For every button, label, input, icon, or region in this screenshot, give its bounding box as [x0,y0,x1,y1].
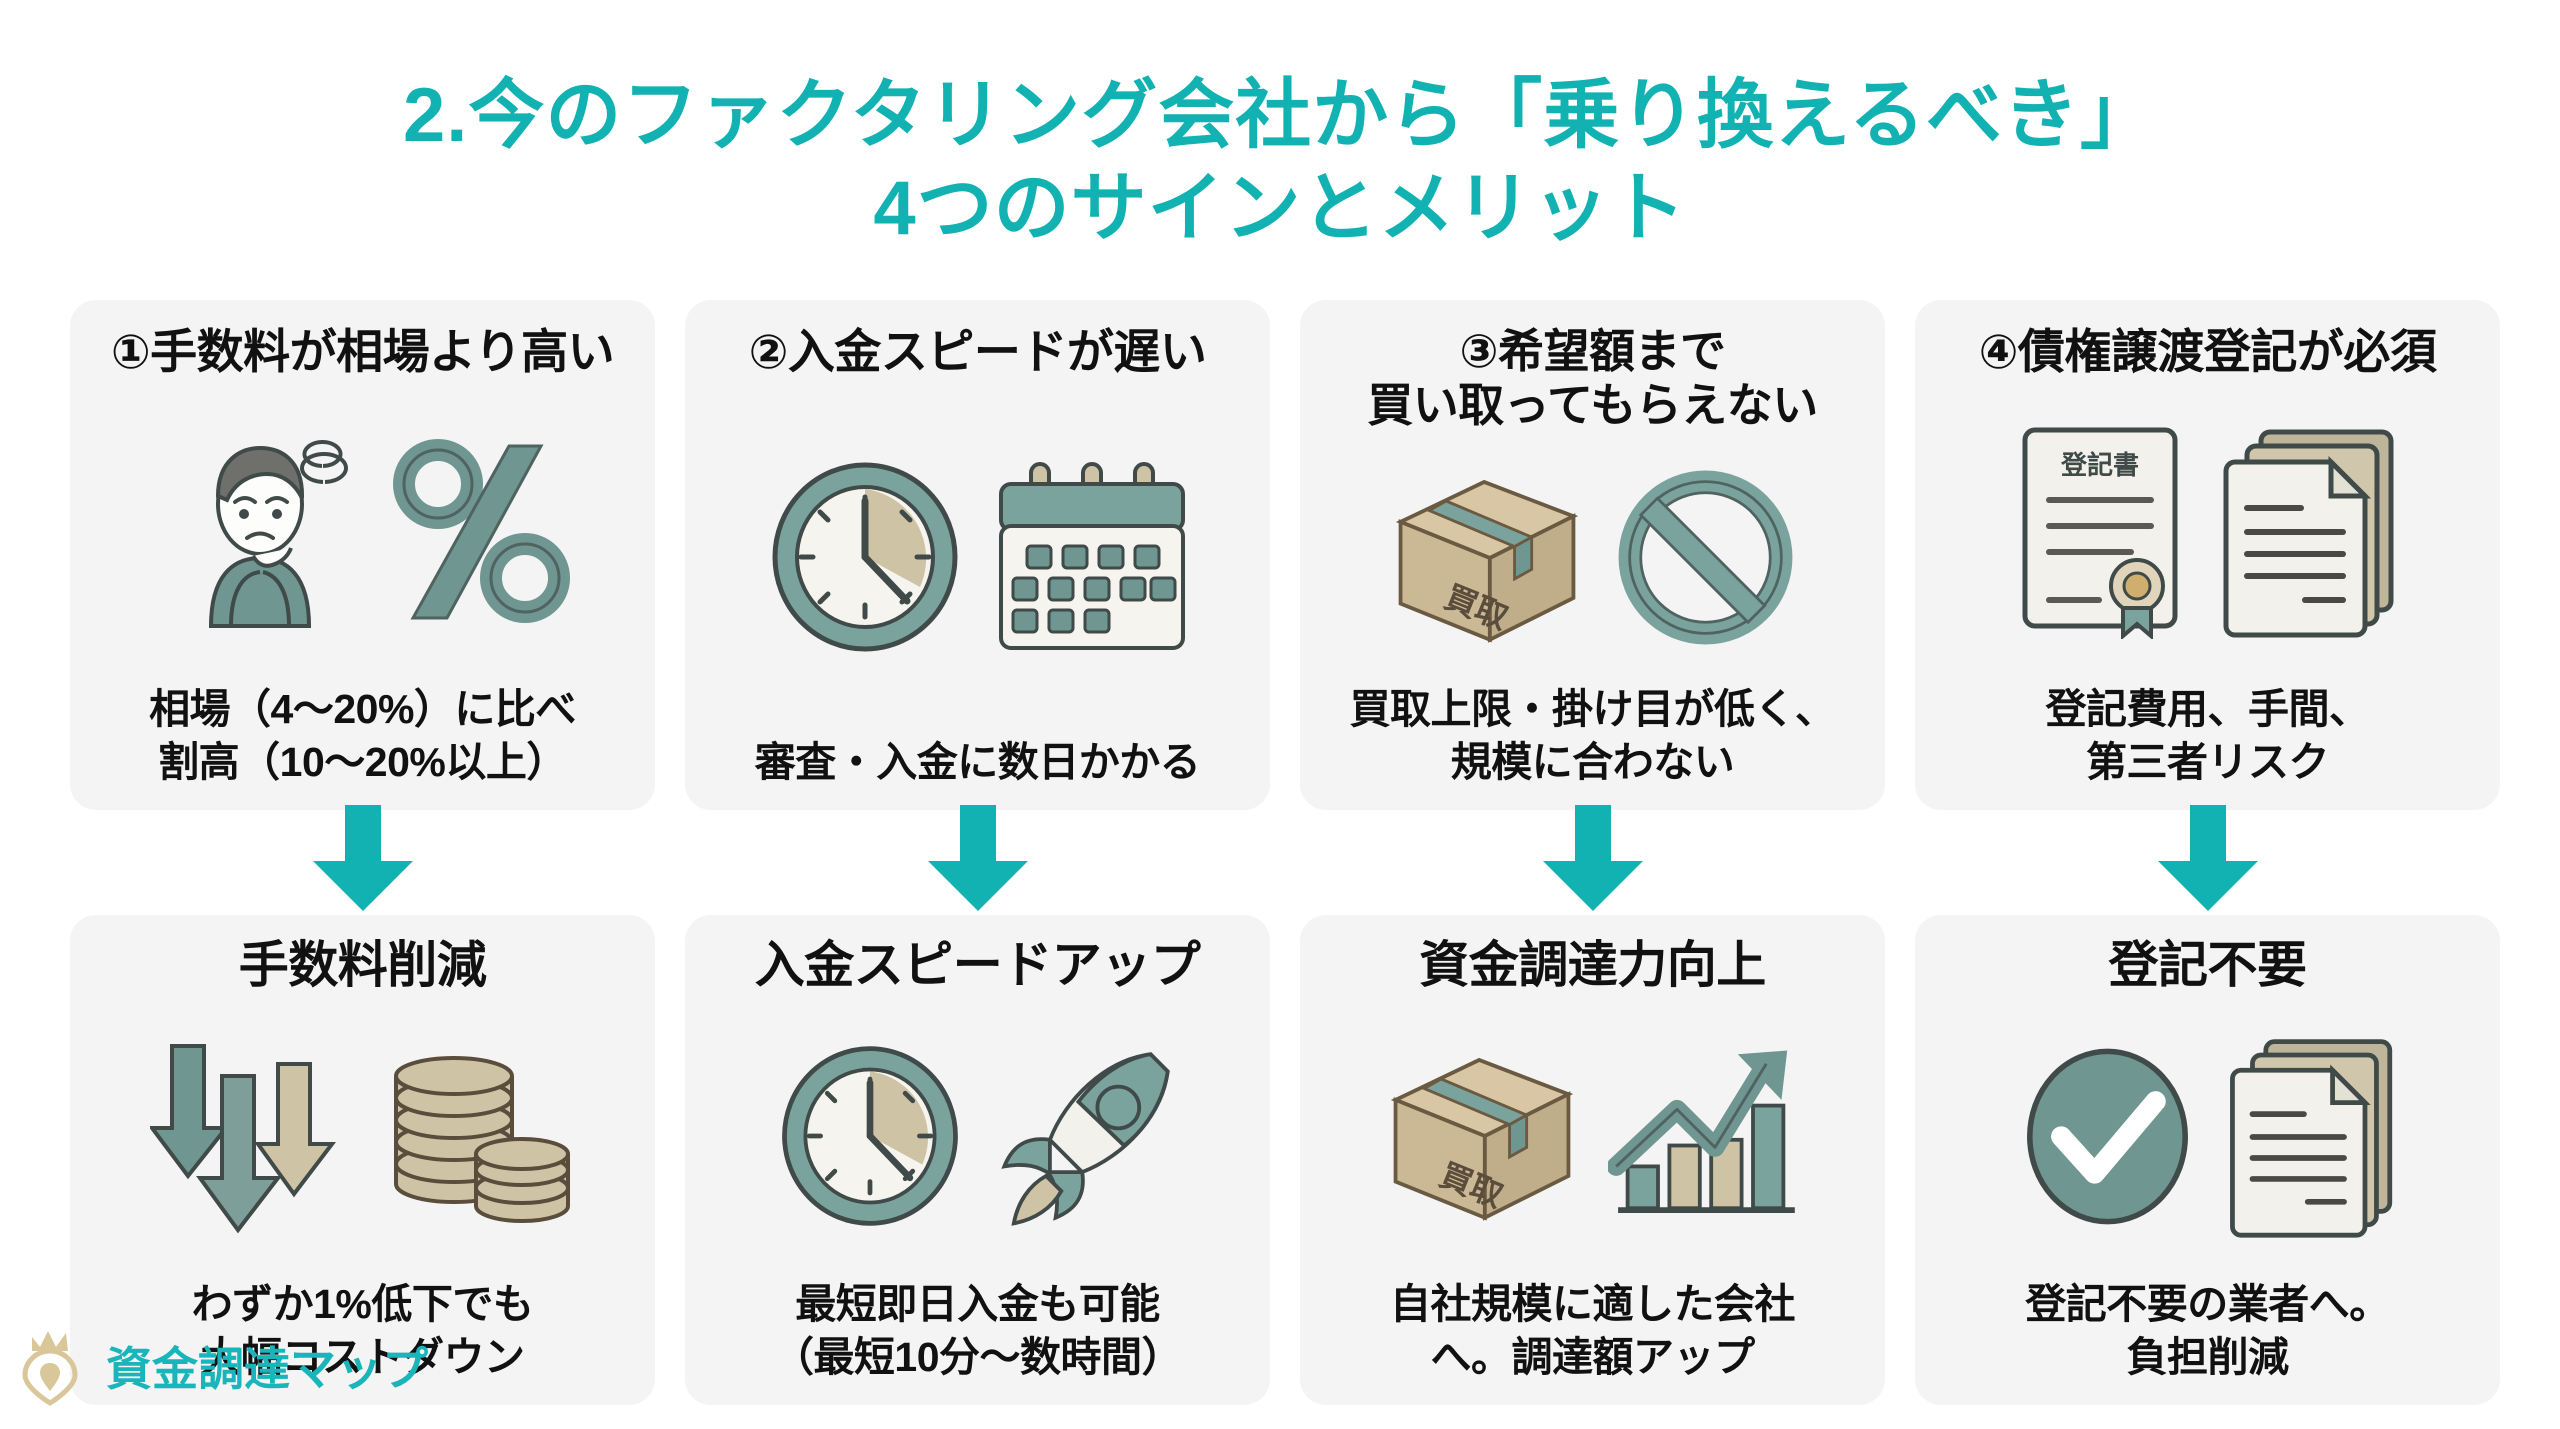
benefit-title-1: 手数料削減 [238,937,487,993]
clock-icon [781,1046,958,1227]
document-stack-icon [2229,1039,2392,1238]
problem-sub-1: 相場（4〜20%）に比べ 割高（10〜20%以上） [149,686,576,785]
calendar-icon [998,461,1185,650]
rocket-icon [1000,1052,1170,1227]
worried-person-icon [208,440,348,629]
problem-heading-1: ①手数料が相場より高い [110,325,615,378]
column-1: ①手数料が相場より高い [70,300,655,1405]
benefit-title-3: 資金調達力向上 [1419,937,1766,993]
benefit-sub-3: 自社規模に適した会社 へ。調達額アップ [1390,1281,1796,1380]
page-title-line-2: 4つのサインとメリット [873,165,1687,251]
cards-grid: ①手数料が相場より高い [70,300,2500,1405]
svg-text:登記書: 登記書 [2059,450,2138,480]
problem-icons-2 [699,379,1256,735]
down-arrow-connector-2 [927,805,1028,911]
column-2: ②入金スピードが遅い [685,300,1270,1405]
footer-logo: 資金調達マップ [18,1325,428,1407]
page-title-line-1: 2.今のファクタリング会社から「乗り換えるべき」 [402,73,2158,158]
column-3: ③希望額まで 買い取ってもらえない 買取 [1300,300,1885,1405]
benefit-sub-1: わずか1%低下でも 大幅コストダウン [191,1281,534,1380]
benefit-card-2: 入金スピードアップ [685,915,1270,1405]
problem-heading-3: ③希望額まで 買い取ってもらえない [1367,325,1818,432]
location-pin-crown-icon [22,1331,78,1406]
benefit-card-3: 資金調達力向上 買取 [1300,915,1885,1405]
problem-card-1: ①手数料が相場より高い [70,300,655,810]
problem-heading-4: ④債権譲渡登記が必須 [1978,325,2437,378]
benefit-title-4: 登記不要 [2108,937,2308,993]
benefit-sub-4: 登記不要の業者へ。 負担削減 [2025,1281,2390,1380]
prohibited-icon [1618,470,1793,645]
column-4: ④債権譲渡登記が必須 登記書 [1915,300,2500,1405]
purchase-box-icon: 買取 [1390,1058,1574,1222]
problem-sub-4: 登記費用、手間、 第三者リスク [2045,686,2371,785]
benefit-title-2: 入金スピードアップ [754,937,1201,993]
problem-sub-3: 買取上限・掛け目が低く、 規模に合わない [1349,686,1837,785]
check-circle-icon [2026,1048,2188,1225]
coin-stack-icon [393,1056,570,1224]
percent-icon [392,439,570,624]
benefit-sub-2: 最短即日入金も可能 （最短10分〜数時間） [772,1281,1183,1380]
problem-icons-4: 登記書 [1929,379,2486,683]
down-arrow-connector-4 [2157,805,2258,911]
purchase-box-icon: 買取 [1395,479,1579,643]
registration-certificate-icon: 登記書 [2022,427,2177,639]
problem-icons-1 [84,379,641,683]
problem-sub-2: 審査・入金に数日かかる [754,738,1201,785]
problem-heading-2: ②入金スピードが遅い [748,325,1207,378]
problem-card-4: ④債権譲渡登記が必須 登記書 [1915,300,2500,810]
benefit-icons-4 [1929,995,2486,1279]
benefit-icons-1 [84,995,641,1279]
down-arrows-icon [149,1044,336,1234]
page-title: 2.今のファクタリング会社から「乗り換えるべき」 4つのサインとメリット [0,70,2560,255]
down-arrow-connector-3 [1542,805,1643,911]
down-arrow-connector-1 [312,805,413,911]
benefit-card-1: 手数料削減 [70,915,655,1405]
benefit-card-4: 登記不要 [1915,915,2500,1405]
clock-icon [772,462,957,652]
growth-chart-icon [1608,1050,1795,1214]
problem-card-3: ③希望額まで 買い取ってもらえない 買取 [1300,300,1885,810]
problem-icons-3: 買取 [1314,433,1871,684]
problem-card-2: ②入金スピードが遅い [685,300,1270,810]
document-stack-icon [2223,429,2393,638]
benefit-icons-3: 買取 [1314,995,1871,1279]
footer-brand-name: 資金調達マップ [106,1343,428,1395]
benefit-icons-2 [699,995,1256,1279]
